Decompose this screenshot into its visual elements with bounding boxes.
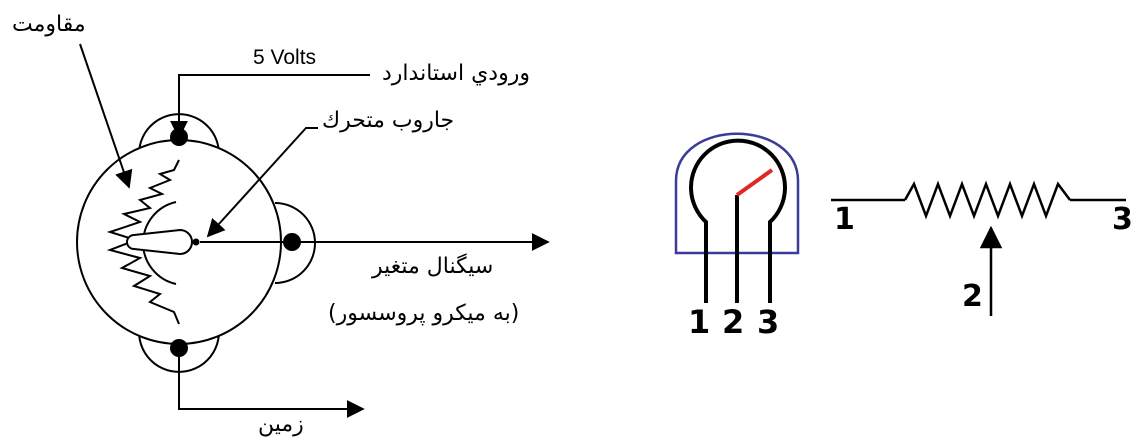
signal-sub-label: (به ميكرو پروسسور) <box>328 301 520 326</box>
ground-line <box>178 348 365 418</box>
wiper-label: جاروب متحرك <box>322 108 455 133</box>
pot-outline <box>674 132 800 255</box>
schematic-wiper-label: 2 <box>962 279 983 314</box>
schematic-end-label-right: 3 <box>1112 202 1133 237</box>
pin-label-3: 3 <box>757 303 780 341</box>
voltage-label: 5 Volts <box>253 46 317 69</box>
ground-label: زمين <box>258 412 304 437</box>
input-line <box>170 74 370 139</box>
schematic-resistor <box>903 180 1071 220</box>
wiper-pointer-arrow <box>206 127 318 238</box>
resistor-pointer-arrow <box>79 43 133 189</box>
pot-schematic <box>831 180 1126 316</box>
schematic-end-label-left: 1 <box>834 202 855 237</box>
signal-label: سيگنال متغير <box>372 254 494 279</box>
wiper-indicator <box>735 168 774 197</box>
pin-label-1: 1 <box>688 303 711 341</box>
wiper-arm <box>126 228 193 256</box>
wiper-pivot <box>192 238 200 246</box>
pin-body-arc <box>689 138 787 253</box>
pot-pinout-diagram <box>674 132 800 303</box>
pin-label-2: 2 <box>722 303 745 341</box>
pot-internal-diagram <box>76 43 550 418</box>
resistor-label: مقاومت <box>12 12 86 37</box>
standard-input-label: ورودي استاندارد <box>382 61 530 86</box>
resistor-track <box>106 159 180 325</box>
